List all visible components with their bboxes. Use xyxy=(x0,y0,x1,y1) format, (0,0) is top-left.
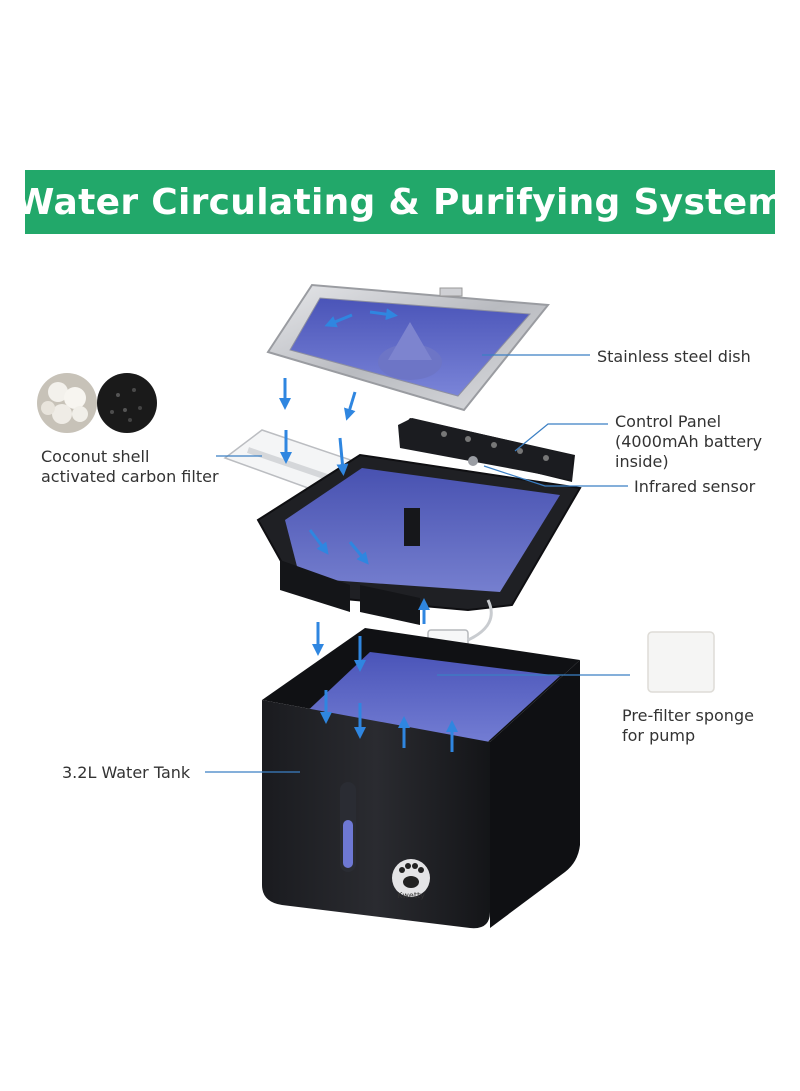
page-title: Water Circulating & Purifying System xyxy=(14,181,786,223)
stainless-steel-dish xyxy=(266,283,550,412)
logo-text: Kwetty xyxy=(397,891,425,900)
pre-filter-sponge xyxy=(647,631,715,693)
flow-arrow xyxy=(324,313,353,328)
label-water-tank: 3.2L Water Tank xyxy=(62,763,190,783)
label-line: Coconut shell xyxy=(41,447,150,466)
label-control-panel: Control Panel (4000mAh battery inside) xyxy=(615,412,762,472)
label-line: Pre-filter sponge xyxy=(622,706,754,725)
control-panel xyxy=(398,418,572,480)
label-stainless-steel-dish: Stainless steel dish xyxy=(597,347,751,367)
label-line: inside) xyxy=(615,452,669,471)
label-line: for pump xyxy=(622,726,696,745)
label-line: (4000mAh battery xyxy=(615,432,763,451)
flow-arrows xyxy=(279,308,458,752)
label-text: Infrared sensor xyxy=(634,477,756,496)
cotton-image xyxy=(37,373,97,433)
title-banner: Water Circulating & Purifying System xyxy=(15,170,785,234)
label-line: Control Panel xyxy=(615,412,722,431)
flow-arrow xyxy=(369,308,398,321)
flow-arrow xyxy=(344,391,357,421)
label-text: 3.2L Water Tank xyxy=(62,763,191,782)
water-tank xyxy=(262,628,580,929)
leader-infrared xyxy=(483,465,628,487)
flow-arrow xyxy=(336,437,349,476)
label-infrared-sensor: Infrared sensor xyxy=(634,477,755,497)
label-line: activated carbon filter xyxy=(41,467,219,486)
label-carbon-filter: Coconut shell activated carbon filter xyxy=(41,447,219,487)
label-pre-filter-sponge: Pre-filter sponge for pump xyxy=(622,706,754,746)
flow-arrow xyxy=(348,541,369,565)
charcoal-image xyxy=(97,373,157,433)
label-text: Stainless steel dish xyxy=(597,347,751,366)
leader-control-panel xyxy=(514,423,608,452)
leader-lines xyxy=(205,354,630,773)
flow-arrow xyxy=(308,529,329,555)
paw-logo: Kwetty xyxy=(392,859,430,900)
